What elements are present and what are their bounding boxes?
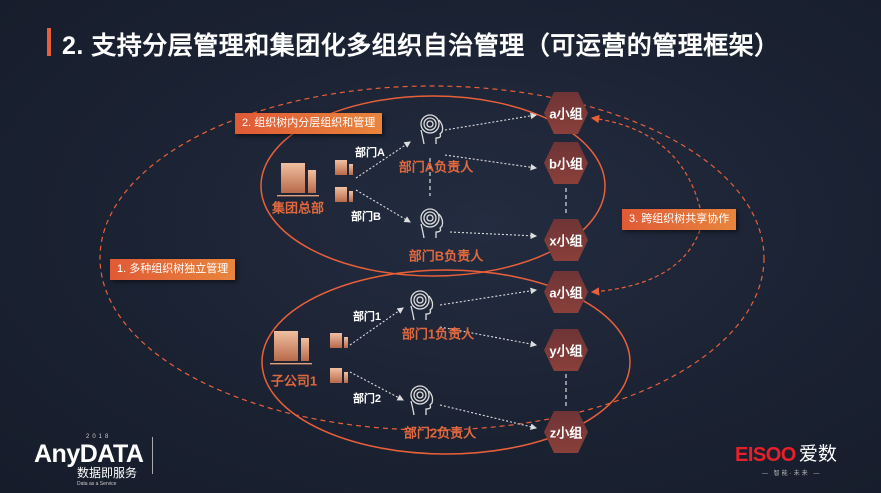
anydata-cn: 数据即服务 bbox=[77, 466, 138, 480]
tree2-ellipse bbox=[261, 269, 631, 455]
group-x: x小组 bbox=[549, 233, 583, 249]
lead-b: 部门B负责人 bbox=[408, 248, 484, 264]
label-multi-tree: 1. 多种组织树独立管理 bbox=[110, 259, 236, 280]
hex-a2 bbox=[544, 271, 588, 313]
eisoo-logo: EISOO bbox=[735, 444, 796, 466]
dept-b: 部门B bbox=[351, 211, 381, 223]
head-icons bbox=[410, 114, 444, 416]
group-a1: a小组 bbox=[549, 106, 583, 122]
eisoo-slogan: — 智能·未来 — bbox=[762, 471, 822, 477]
org-sub1: 子公司1 bbox=[270, 373, 318, 389]
tree1-ellipse bbox=[260, 95, 606, 277]
group-z: z小组 bbox=[549, 425, 583, 441]
lead-2: 部门2负责人 bbox=[403, 425, 477, 441]
hex-y bbox=[544, 329, 588, 371]
label-hierarchical: 2. 组织树内分层组织和管理 bbox=[235, 113, 383, 134]
dashed-connectors bbox=[429, 158, 567, 408]
anydata-wordmark: AnyDATA bbox=[34, 440, 144, 468]
hex-a1 bbox=[544, 92, 588, 134]
label-cross-tree: 3. 跨组织树共享协作 bbox=[622, 209, 737, 230]
cross-tree-arrows bbox=[590, 114, 701, 296]
org-hq: 集团总部 bbox=[271, 200, 325, 216]
dept-a: 部门A bbox=[355, 147, 385, 159]
hex-z bbox=[544, 411, 588, 453]
eisoo-logo-cn: 爱数 bbox=[798, 444, 837, 465]
anydata-year: 2018 bbox=[86, 434, 112, 440]
building-icons bbox=[270, 160, 353, 383]
lead-a: 部门A负责人 bbox=[398, 159, 474, 175]
dept-2: 部门2 bbox=[352, 393, 382, 405]
group-b: b小组 bbox=[549, 156, 583, 172]
outer-dashed-ellipse bbox=[99, 85, 765, 431]
hex-b bbox=[544, 142, 588, 184]
anydata-en: Data as a Service bbox=[77, 481, 117, 487]
lead-1: 部门1负责人 bbox=[401, 326, 475, 342]
page-title: 2. 支持分层管理和集团化多组织自治管理（可运营的管理框架） bbox=[62, 32, 780, 60]
group-a2: a小组 bbox=[549, 285, 583, 301]
hex-x bbox=[544, 219, 588, 261]
eisoo-logo-row: EISOO 爱数 bbox=[735, 443, 837, 467]
anydata-logo: 2018 AnyDATA 数据即服务 Data as a Service bbox=[34, 434, 149, 490]
group-y: y小组 bbox=[549, 343, 583, 359]
dept-1: 部门1 bbox=[352, 311, 382, 323]
footer-divider bbox=[152, 437, 153, 474]
title-accent-bar bbox=[47, 28, 51, 56]
dotted-arrows bbox=[349, 112, 538, 430]
